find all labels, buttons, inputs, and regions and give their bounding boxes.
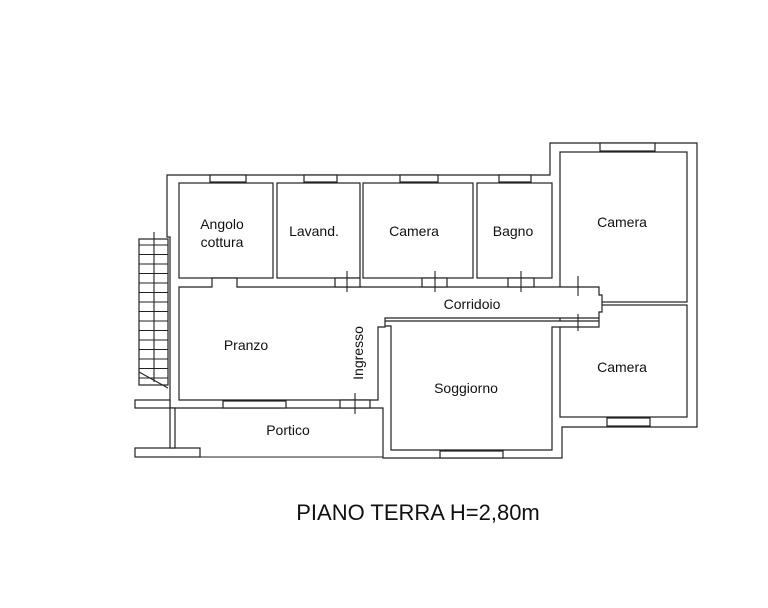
label-ingresso: Ingresso (350, 326, 366, 380)
room-angolo-cottura (178, 182, 274, 279)
label-angolo: Angolo (200, 216, 244, 232)
label-camera-3: Camera (597, 359, 647, 375)
label-pranzo: Pranzo (224, 337, 269, 353)
rooms (178, 151, 688, 451)
door-marks (334, 271, 579, 414)
windows (209, 142, 656, 459)
label-camera-2: Camera (597, 214, 647, 230)
label-corridoio: Corridoio (444, 296, 501, 312)
label-soggiorno: Soggiorno (434, 380, 498, 396)
label-bagno: Bagno (493, 223, 534, 239)
room-lavanderia (276, 182, 361, 279)
staircase (138, 232, 169, 389)
plan-title: PIANO TERRA H=2,80m (296, 500, 540, 525)
room-labels: Angolo cottura Lavand. Camera Bagno Came… (200, 214, 647, 438)
label-portico: Portico (266, 422, 310, 438)
label-lavanderia: Lavand. (289, 223, 339, 239)
room-bagno (476, 182, 553, 279)
room-camera-1 (362, 182, 474, 279)
room-pranzo-corridoio (178, 277, 603, 451)
room-camera-2 (559, 151, 688, 303)
label-cottura: cottura (201, 234, 244, 250)
label-camera-1: Camera (389, 223, 439, 239)
